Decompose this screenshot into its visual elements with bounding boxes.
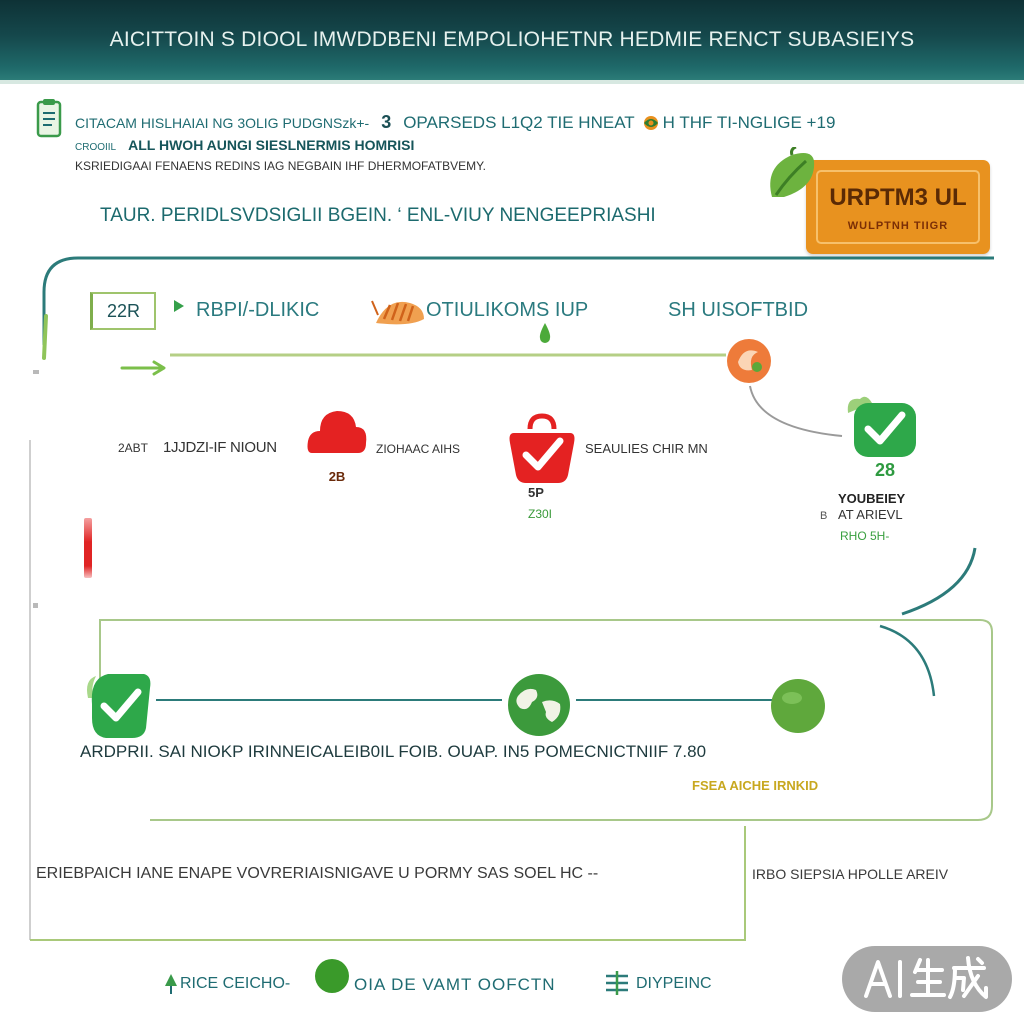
drop-icon	[538, 322, 552, 344]
intro-line-2-emphasis: ALL HWOH AUNGI SIESLNERMIS HOMRISI	[128, 137, 415, 153]
right-node-line-2: AT ARIEVL	[838, 507, 903, 522]
green-dot-icon	[314, 958, 350, 994]
badge-title: URPTM3 UL	[829, 184, 967, 211]
stage-three-caption: ARDPRII. SAI NIOKP IRINNEICALEIB0IL FOIB…	[80, 742, 707, 761]
intro-line-2-label: CROOIIL	[75, 142, 117, 153]
red-check-bag-icon	[506, 413, 578, 485]
leaf-icon	[762, 147, 818, 205]
right-node-line-3: RHO 5H-	[840, 529, 890, 543]
tree-icon	[163, 972, 179, 996]
left-mark-icon	[33, 603, 38, 608]
document-icon	[36, 98, 62, 140]
intro-line-3: KSRIEDIGAAI FENAENS REDINS IAG NEGBAIN I…	[75, 159, 486, 173]
stage-one-box-label: 22R	[106, 300, 141, 321]
stage-three-note: FSEA AICHE IRNKID	[692, 778, 819, 793]
check-badge-icon	[846, 393, 920, 459]
arrow-right-icon	[172, 298, 186, 314]
green-check-icon	[84, 668, 154, 740]
left-arrow-icon	[120, 360, 166, 376]
right-node-line-2-prefix: B	[820, 510, 828, 522]
intro-line-1-lead: CITACAM HISLHAIAI NG 3OLIG PUDGNSzk+-	[75, 115, 370, 131]
footer-part-a: RICE CEICHO-	[180, 975, 291, 992]
intro-line-2: CROOIIL ALL HWOH AUNGI SIESLNERMIS HOMRI…	[75, 137, 414, 153]
stage-two-label-c: SEAULIES CHIR MN	[585, 441, 708, 456]
badge-inner-frame	[816, 170, 980, 244]
green-circle-icon	[770, 678, 826, 734]
footer-part-c: DIYPEINC	[636, 975, 712, 992]
right-node-line-1: YOUBEIEY	[838, 491, 906, 506]
list-icon	[602, 968, 632, 998]
shell-icon	[370, 293, 428, 331]
left-mark-icon	[33, 370, 39, 374]
right-curve-connector-lower	[879, 624, 936, 697]
stage-two-label-a: 1JJDZI-IF NIOUN	[163, 439, 277, 456]
left-drip-mark	[42, 314, 48, 360]
highlight-badge: URPTM3 UL WULPTNH TIIGR	[806, 160, 990, 254]
stage-one-label-b: OTIULIKOMS IUP	[426, 299, 589, 321]
summary-left-text: ERIEBPAICH IANE ENAPE VOVRERIAISNIGAVE U…	[36, 865, 599, 882]
header-banner: AICITTOIN S DIOOL IMWDDBENI EMPOLIOHETNR…	[0, 0, 1024, 84]
footer-part-b: OIA DE VAMT OOFCTN	[354, 975, 556, 994]
stage-two-label-b: ZIOHAAC AIHS	[376, 442, 461, 456]
badge-subtitle: WULPTNH TIIGR	[847, 220, 949, 232]
orange-to-check-connector	[749, 385, 843, 437]
intro-line-1-middle: OPARSEDS L1Q2 TIE HNEAT	[403, 113, 635, 132]
stage-two-node-a-number: 2B	[328, 469, 346, 484]
stage-one-box: 22R	[90, 292, 156, 330]
red-cloud-icon	[306, 403, 368, 459]
ai-generated-watermark	[842, 946, 1012, 1012]
globe-icon	[506, 672, 572, 738]
orange-swirl-icon	[724, 336, 774, 386]
flower-icon	[641, 113, 661, 133]
right-curve-connector	[901, 547, 977, 616]
stage-one-label-a: RBPI/-DLIKIC	[196, 299, 320, 321]
page-title: AICITTOIN S DIOOL IMWDDBENI EMPOLIOHETNR…	[109, 28, 915, 51]
intro-line-1-tail: H THF TI-NGLIGE +19	[662, 113, 836, 132]
stage-one-label-c: SH UISOFTBID	[668, 299, 809, 321]
right-node-number: 28	[874, 460, 896, 480]
red-marker-bar	[84, 518, 92, 578]
stage-two-node-b-sub: Z30I	[528, 507, 553, 521]
stage-two-tag: 2ABT	[118, 441, 149, 455]
intro-line-1: CITACAM HISLHAIAI NG 3OLIG PUDGNSzk+- 3 …	[75, 112, 835, 133]
intro-line-1-number: 3	[381, 112, 392, 132]
subtitle: TAUR. PERIDLSVDSIGLII BGEIN. ‘ ENL-VIUY …	[100, 205, 656, 226]
summary-right-text: IRBO SIEPSIA HPOLLE AREIV	[752, 866, 949, 882]
stage-two-node-b-number: 5P	[528, 485, 544, 500]
